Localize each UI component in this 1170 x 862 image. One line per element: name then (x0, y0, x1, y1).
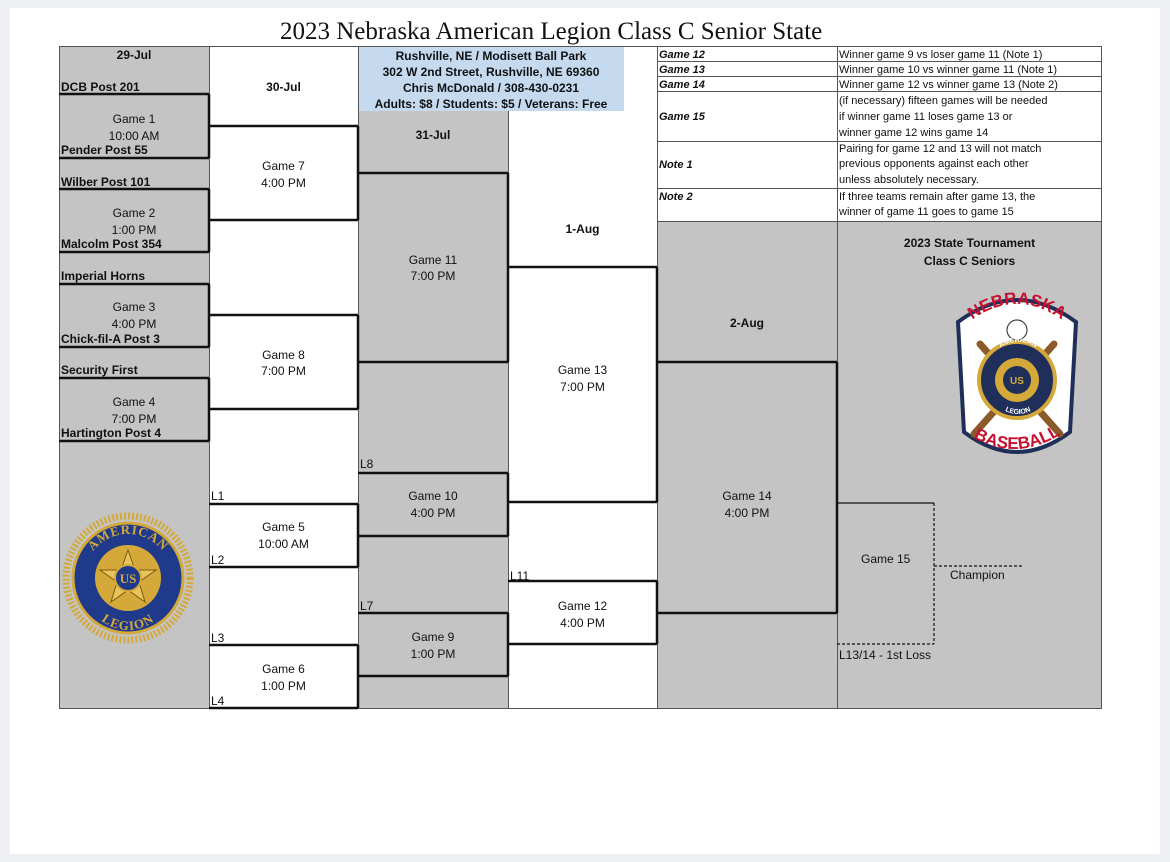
game-1-label: Game 1 (112, 112, 156, 126)
game-10-time: 4:00 PM (410, 506, 456, 520)
game-5-time: 10:00 AM (258, 537, 309, 551)
venue-contact: Chris McDonald / 308-430-0231 (402, 81, 580, 95)
page-title: 2023 Nebraska American Legion Class C Se… (280, 18, 823, 45)
game-11-time: 7:00 PM (410, 269, 456, 283)
game-9-time: 1:00 PM (410, 647, 456, 661)
notes-game-15-label: Game 15 (659, 111, 705, 123)
notes-note-2-text-1: If three teams remain after game 13, the (839, 191, 1036, 203)
game-7-time: 4:00 PM (261, 176, 306, 190)
tournament-title: 2023 State Tournament (903, 236, 1036, 250)
team-pender-post-55: Pender Post 55 (61, 143, 148, 157)
game-9-label: Game 9 (411, 630, 455, 644)
notes-game-14-label: Game 14 (659, 79, 705, 91)
svg-text:LEGION: LEGION (99, 610, 156, 633)
date-1-aug: 1-Aug (565, 222, 600, 236)
notes-game-15-text-1: (if necessary) fifteen games will be nee… (839, 95, 1048, 107)
game-8-time: 7:00 PM (261, 364, 306, 378)
venue-admission: Adults: $8 / Students: $5 / Veterans: Fr… (374, 97, 608, 111)
venue-location: Rushville, NE / Modisett Ball Park (395, 49, 587, 63)
emblem-bottom-text: LEGION (99, 610, 155, 633)
notes-note-1-text-2: previous opponents against each other (839, 158, 1029, 170)
game-10-label: Game 10 (408, 489, 458, 503)
notes-note-1-label: Note 1 (659, 159, 693, 171)
notes-note-1-text-3: unless absolutely necessary. (839, 174, 979, 186)
col-3-background (358, 111, 508, 708)
loser-slot-l11: L11 (510, 569, 530, 583)
game-3-label: Game 3 (112, 300, 156, 314)
game-1-time: 10:00 AM (108, 129, 160, 143)
svg-text:LEGION: LEGION (1004, 406, 1031, 416)
tournament-subtitle: Class C Seniors (923, 254, 1016, 268)
game-12-time: 4:00 PM (560, 616, 605, 630)
nebraska-baseball-logo: NEBRASKA BASEBALL AMERICAN LEGION US (955, 289, 1079, 454)
team-hartington-post-4: Hartington Post 4 (61, 426, 162, 440)
loser-slot-l1: L1 (211, 489, 225, 503)
bracket-sheet: 2023 Nebraska American Legion Class C Se… (10, 8, 1160, 854)
date-31-jul: 31-Jul (415, 128, 451, 142)
game-7-label: Game 7 (262, 159, 305, 173)
loser-slot-l4: L4 (211, 694, 225, 708)
venue-background (358, 46, 624, 111)
notes-game-13-label: Game 13 (659, 64, 705, 76)
notes-game-12-text: Winner game 9 vs loser game 11 (Note 1) (839, 49, 1043, 61)
game-5-label: Game 5 (262, 520, 305, 534)
loser-slot-l2: L2 (211, 553, 225, 567)
notes-game-15-text-2: if winner game 11 loses game 13 or (839, 111, 1013, 123)
game-8-label: Game 8 (262, 348, 305, 362)
emblem-center: US (120, 571, 137, 586)
date-2-aug: 2-Aug (730, 316, 764, 330)
date-30-jul: 30-Jul (266, 80, 301, 94)
game-12-label: Game 12 (557, 599, 608, 613)
game-4-label: Game 4 (112, 395, 156, 409)
team-dcb-post-201: DCB Post 201 (61, 80, 140, 94)
team-chick-fil-a-post-3: Chick-fil-A Post 3 (61, 332, 160, 346)
game-11-label: Game 11 (408, 253, 458, 267)
game-4-time: 7:00 PM (111, 412, 157, 426)
game-14-time: 4:00 PM (724, 506, 770, 520)
notes-note-2-text-2: winner of game 11 goes to game 15 (839, 206, 1014, 218)
game-14-label: Game 14 (722, 489, 772, 503)
team-imperial-horns: Imperial Horns (61, 269, 146, 283)
team-security-first: Security First (61, 363, 138, 377)
team-wilber-post-101: Wilber Post 101 (61, 175, 151, 189)
date-29-jul: 29-Jul (116, 48, 152, 62)
champion-label: Champion (950, 568, 1005, 582)
logo-center: US (1010, 376, 1024, 387)
loser-slot-l3: L3 (211, 631, 225, 645)
game-15-label: Game 15 (861, 552, 911, 566)
game-3-time: 4:00 PM (111, 317, 157, 331)
game-2-time: 1:00 PM (111, 223, 157, 237)
logo-ring-bottom: LEGION (1004, 406, 1031, 416)
loser-slot-l7: L7 (360, 599, 374, 613)
notes-game-12-label: Game 12 (659, 49, 705, 61)
game-6-label: Game 6 (262, 662, 305, 676)
american-legion-emblem: AMERICAN LEGION US (60, 512, 196, 644)
notes-note-1-text-1: Pairing for game 12 and 13 will not matc… (839, 143, 1042, 155)
loser-slot-l8: L8 (360, 457, 374, 471)
loser-slot-l13-14: L13/14 - 1st Loss (839, 648, 932, 662)
game-13-time: 7:00 PM (560, 380, 605, 394)
notes-game-14-text: Winner game 12 vs winner game 13 (Note 2… (839, 79, 1058, 91)
game-2-label: Game 2 (112, 206, 156, 220)
notes-game-15-text-3: winner game 12 wins game 14 (839, 127, 989, 139)
game-13-label: Game 13 (557, 363, 608, 377)
col-6-background (837, 221, 1102, 708)
col-5-background (657, 221, 837, 708)
notes-note-2-label: Note 2 (659, 191, 693, 203)
bracket-frame (59, 46, 1102, 710)
notes-game-13-text: Winner game 10 vs winner game 11 (Note 1… (839, 64, 1058, 76)
game-6-time: 1:00 PM (261, 679, 306, 693)
team-malcolm-post-354: Malcolm Post 354 (61, 237, 162, 251)
venue-address: 302 W 2nd Street, Rushville, NE 69360 (382, 65, 600, 79)
